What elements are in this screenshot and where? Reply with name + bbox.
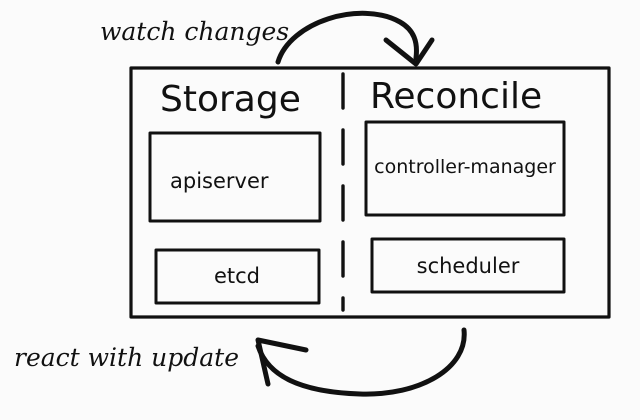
react-with-update-annotation: react with update: [14, 343, 239, 372]
reconcile-heading: Reconcile: [370, 76, 542, 117]
update-arrow-head: [255, 337, 309, 387]
watch-arrow: [275, 10, 419, 65]
controller-manager-box: [364, 120, 566, 217]
storage-heading: Storage: [160, 79, 301, 120]
scheduler-box: [370, 237, 566, 294]
etcd-box: [154, 248, 321, 305]
apiserver-label: apiserver: [170, 169, 269, 193]
outer-frame: [129, 66, 611, 319]
etcd-label: etcd: [214, 264, 260, 288]
watch-changes-annotation: watch changes: [100, 17, 289, 46]
controller-manager-label: controller-manager: [374, 156, 556, 178]
scheduler-label: scheduler: [417, 254, 520, 278]
watch-arrow-head: [383, 37, 435, 67]
apiserver-box: [148, 131, 322, 223]
update-arrow: [255, 327, 467, 397]
